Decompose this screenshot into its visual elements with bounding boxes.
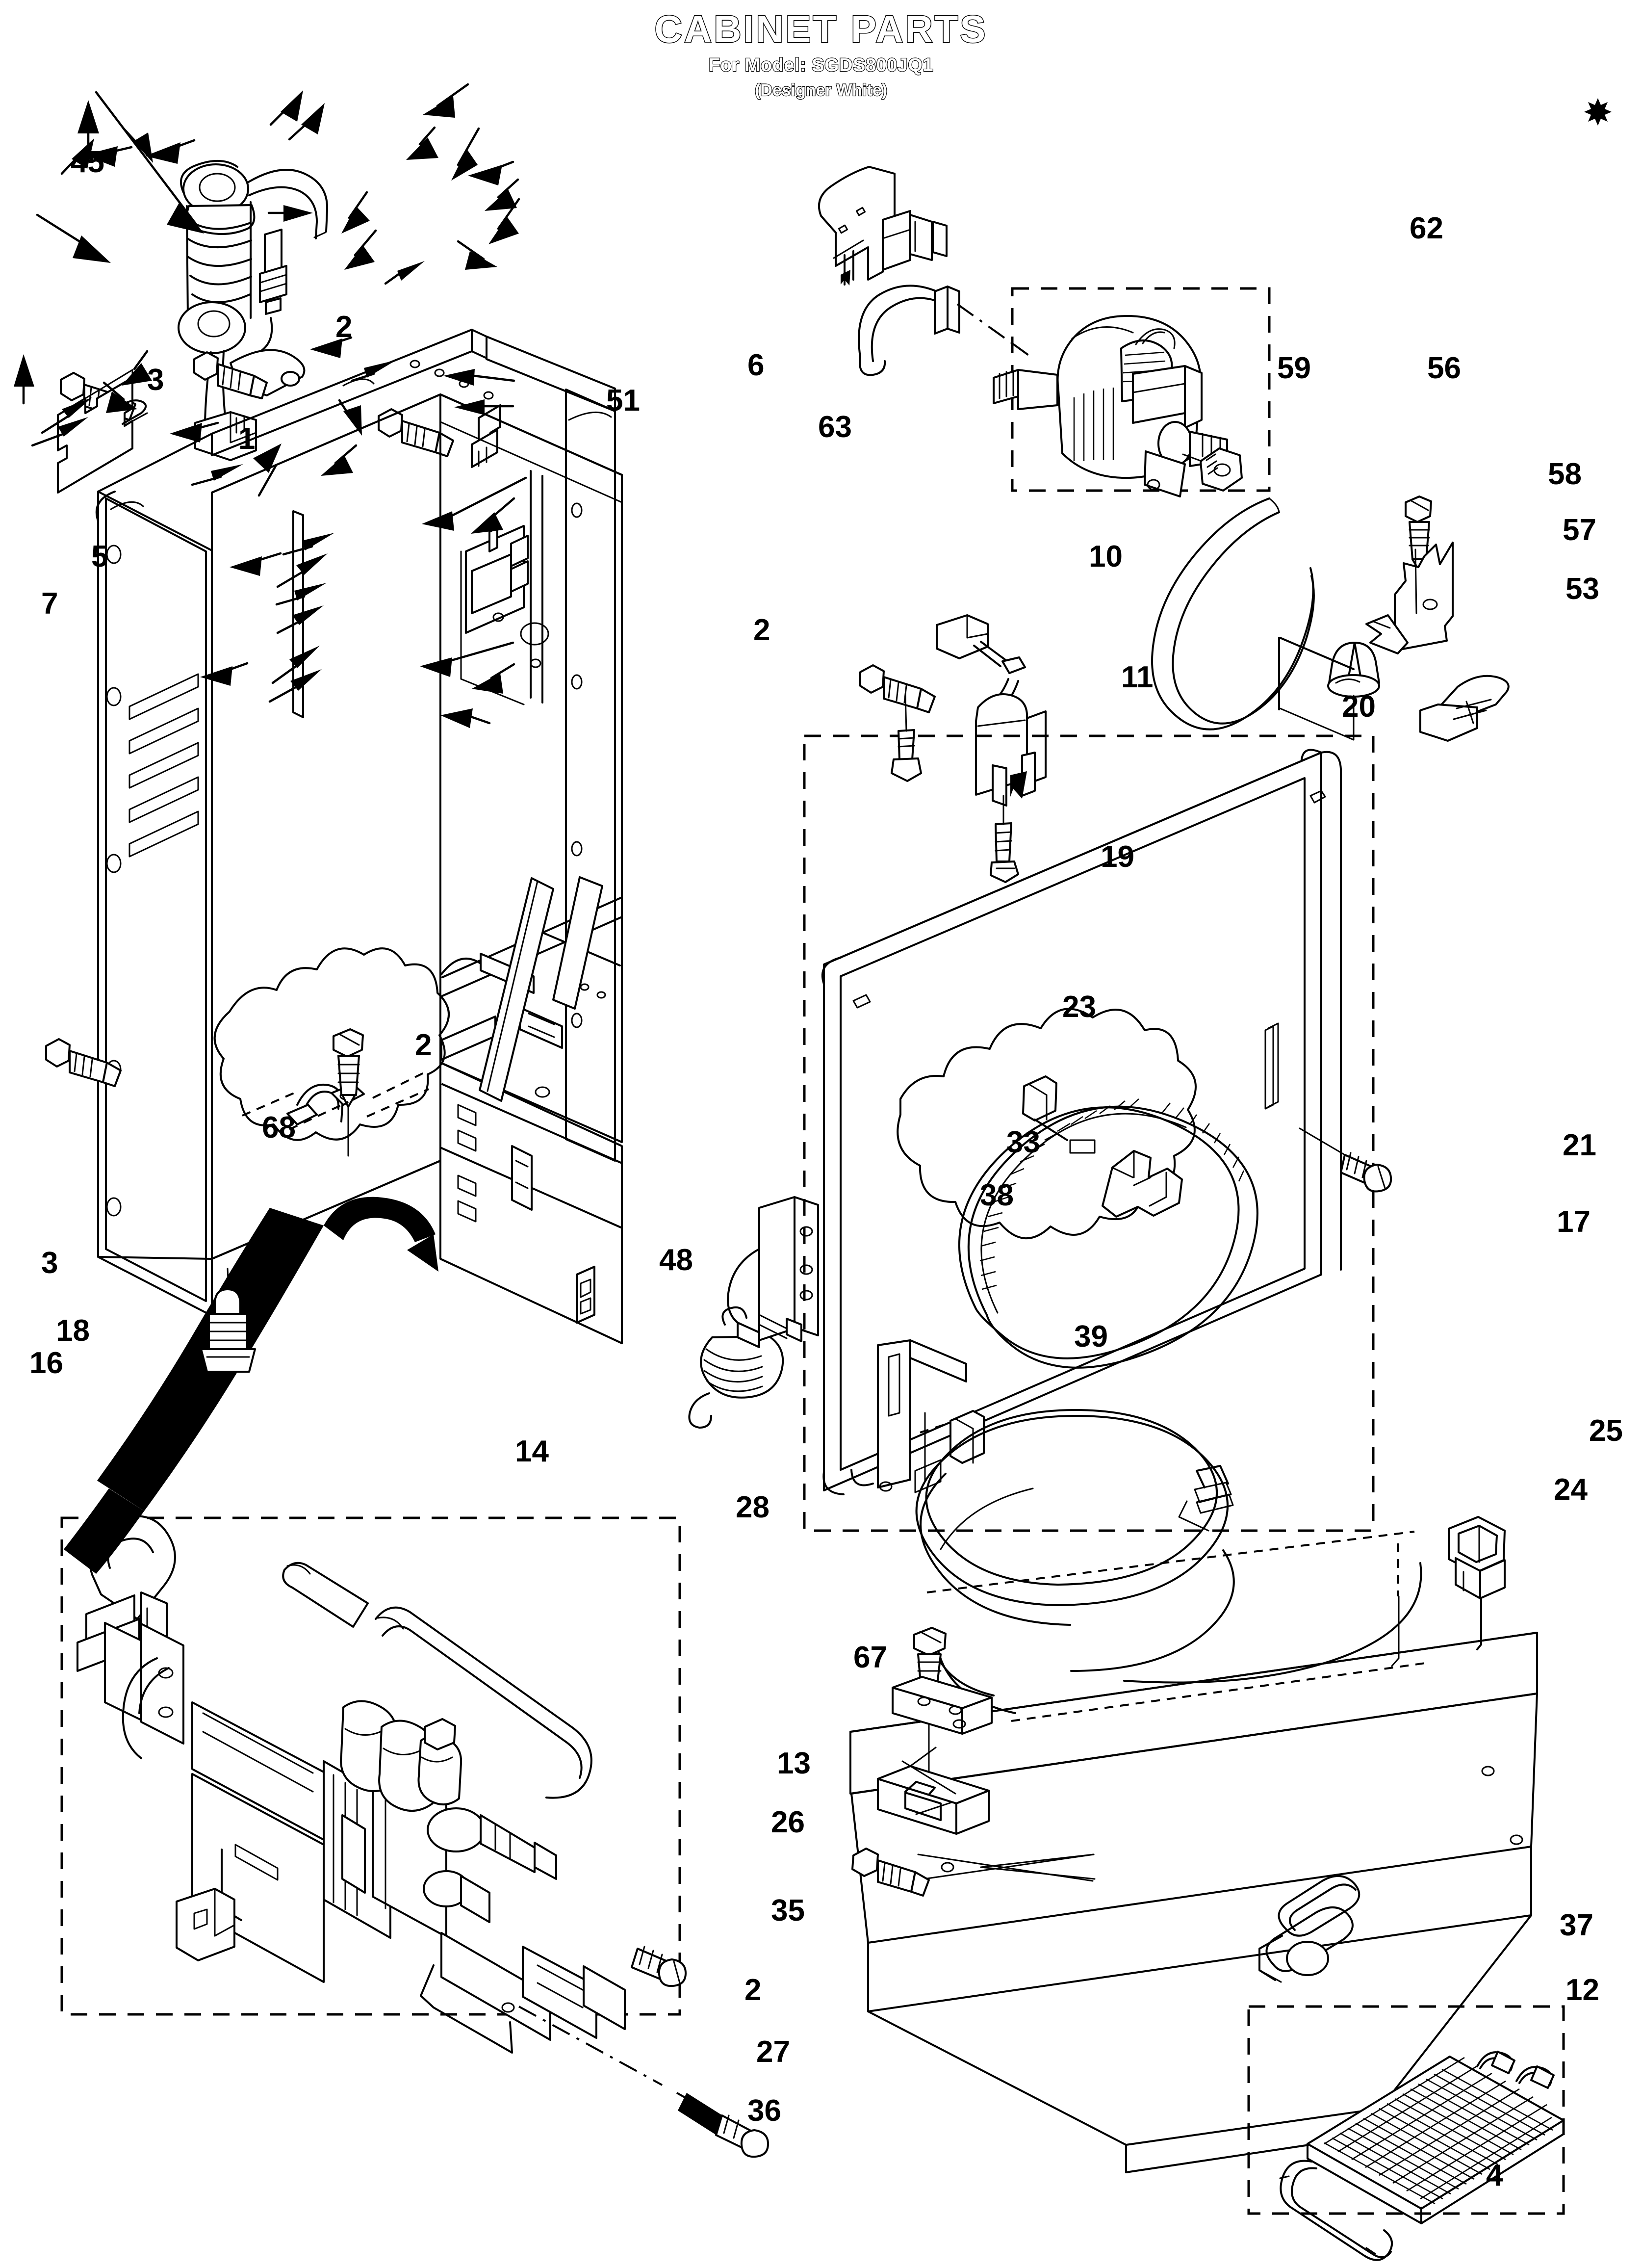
callout-number-25-34: 25 [1589, 1414, 1623, 1448]
callout-number-19-19: 19 [1101, 840, 1134, 874]
burner-assembly [77, 1515, 626, 2054]
callout-number-16-30: 16 [29, 1346, 63, 1380]
callout-number-37-43: 37 [1560, 1908, 1593, 1942]
drive-motor-part [993, 315, 1228, 497]
callout-number-20-18: 20 [1342, 690, 1376, 724]
callout-number-45-0: 45 [71, 145, 104, 179]
door-catch-strike-part [1022, 1075, 1068, 1141]
callout-number-39-25: 39 [1074, 1320, 1108, 1354]
callout-number-58-12: 58 [1548, 457, 1582, 491]
callout-number-10-16: 10 [1089, 540, 1123, 574]
callout-number-2-40: 2 [744, 1973, 762, 2007]
callout-number-14-32: 14 [515, 1434, 549, 1468]
motor-assembly-box [1011, 287, 1271, 492]
lint-screen-box [1247, 2005, 1565, 2215]
screw-part [990, 795, 1019, 883]
bearing-clip-part [1278, 637, 1380, 741]
wire-retainer-part [858, 285, 960, 376]
screw-part [242, 1028, 429, 1157]
callout-number-21-20: 21 [1563, 1128, 1596, 1162]
screw-part [378, 408, 454, 457]
detail-cloud [213, 947, 450, 1141]
callout-number-3-1: 3 [147, 363, 164, 397]
screw-part [1299, 1127, 1392, 1193]
callout-number-59-10: 59 [1277, 351, 1311, 385]
callout-number-62-9: 62 [1410, 211, 1443, 245]
screw-part [631, 1946, 687, 1987]
bracket-part [818, 166, 948, 286]
callout-number-24-35: 24 [1554, 1473, 1588, 1507]
front-panel-assembly-box [803, 734, 1375, 1532]
screw-part [193, 351, 268, 399]
screw-part [891, 694, 922, 782]
screw-part [678, 2093, 769, 2158]
terminal-part [1419, 675, 1510, 742]
screw-part [851, 1848, 930, 1897]
terminal-block-part [230, 229, 306, 396]
idler-bracket-part [1365, 542, 1454, 654]
duct-grommet-part [1448, 1516, 1506, 1650]
callout-number-67-36: 67 [853, 1641, 887, 1674]
motor-nut-part [1182, 447, 1243, 492]
callout-number-11-17: 11 [1121, 660, 1154, 694]
callout-number-38-24: 38 [980, 1178, 1014, 1212]
lint-screen-housing-part [1258, 1875, 1360, 1983]
callout-number-51-6: 51 [606, 384, 640, 417]
door-spring-part [688, 1306, 784, 1429]
callout-number-13-37: 13 [777, 1747, 811, 1780]
callout-number-2-2: 2 [335, 310, 353, 344]
callout-number-3-28: 3 [41, 1246, 58, 1280]
callout-number-26-38: 26 [771, 1805, 805, 1839]
callout-number-57-13: 57 [1563, 513, 1596, 547]
callout-number-2-15: 2 [753, 613, 770, 647]
callout-number-35-39: 35 [771, 1894, 805, 1928]
hinge-bracket-part [727, 1196, 819, 1348]
front-panel [821, 749, 1342, 1495]
callout-number-23-22: 23 [1062, 990, 1096, 1024]
callout-number-1-3: 1 [238, 422, 256, 456]
leader-lines [14, 83, 527, 728]
callout-number-12-44: 12 [1565, 1973, 1599, 2007]
callout-number-68-27: 68 [262, 1111, 296, 1145]
callout-number-53-14: 53 [1565, 572, 1599, 606]
callout-number-27-41: 27 [756, 2035, 790, 2069]
screw-part [859, 664, 936, 713]
drive-belt-part [1151, 497, 1315, 730]
bracket-part [877, 1747, 990, 1835]
cabinet-body [95, 329, 623, 1344]
callout-number-7-5: 7 [41, 587, 58, 621]
retainer-clip-part [576, 1266, 595, 1324]
screw-part [45, 1038, 122, 1087]
callout-number-56-11: 56 [1427, 351, 1461, 385]
retainer-bar-part [892, 1676, 993, 1735]
leveling-leg-part [200, 1268, 256, 1373]
callout-number-18-29: 18 [56, 1314, 90, 1348]
power-cord-part [178, 159, 329, 461]
callout-number-63-8: 63 [818, 410, 852, 444]
door-catch-part [1102, 1150, 1183, 1218]
lint-screen-part [1279, 2051, 1565, 2261]
burner-assembly-box [60, 1516, 681, 2016]
door-switch-part [936, 614, 1047, 807]
registration-mark-icon [1584, 98, 1612, 126]
callout-number-2-26: 2 [415, 1028, 432, 1062]
callout-number-17-21: 17 [1557, 1205, 1591, 1239]
callout-number-4-45: 4 [1486, 2159, 1503, 2192]
callout-number-5-4: 5 [91, 540, 108, 574]
callout-number-33-23: 33 [1006, 1125, 1040, 1159]
callout-number-6-7: 6 [747, 348, 765, 382]
callout-number-36-42: 36 [747, 2094, 781, 2128]
callout-number-48-31: 48 [659, 1243, 693, 1277]
callout-number-28-33: 28 [736, 1490, 770, 1524]
